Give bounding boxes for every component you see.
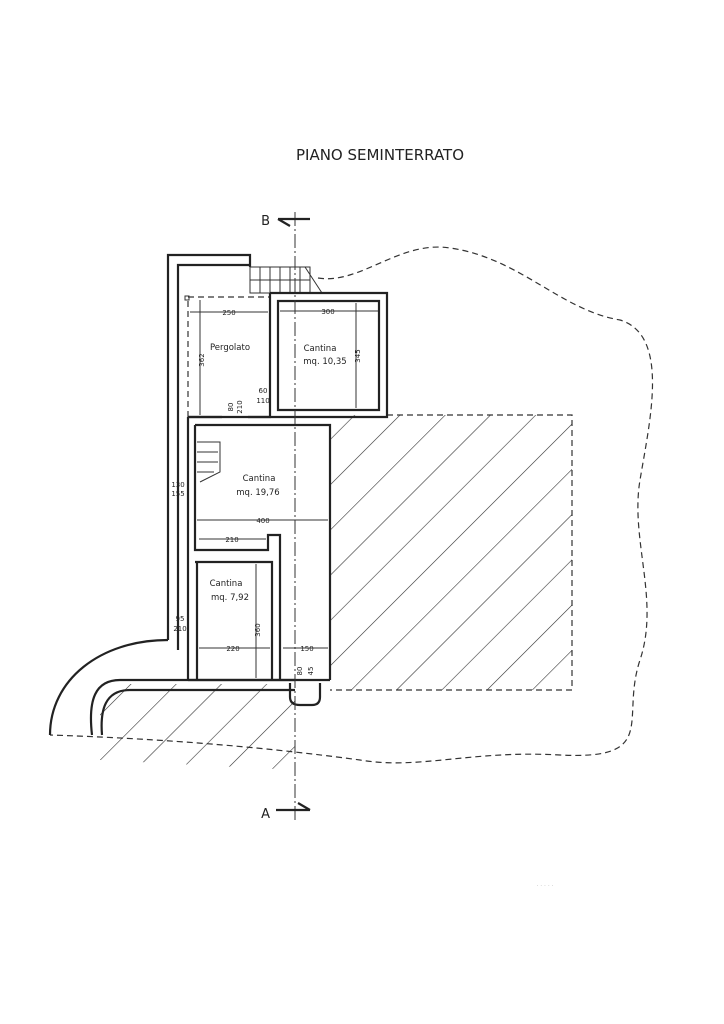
cantina-2-walls: [186, 415, 332, 682]
section-mark-a: [276, 802, 311, 812]
room-label-cantina-1: Cantina: [304, 344, 337, 354]
terrain-boundary: [49, 246, 654, 764]
entrance-stairs: [249, 266, 323, 294]
dimension-lines: [190, 300, 378, 678]
plan-title: PIANO SEMINTERRATO: [296, 146, 464, 164]
dim-door1-width: 60: [259, 387, 268, 395]
dim-cantina2-width: 400: [256, 517, 269, 525]
terrace-outline: [330, 414, 573, 691]
room-label-cantina-3: Cantina: [210, 579, 243, 589]
section-label-b: B: [261, 214, 270, 229]
dim-pergolato-height: 362: [198, 353, 206, 366]
room-area-cantina-1: mq. 10,35: [303, 357, 346, 367]
footer-note: · · · · ·: [536, 883, 553, 890]
section-mark-b: [277, 217, 310, 227]
hatched-terrace: [330, 415, 572, 690]
dim-door3-width: 95: [176, 615, 185, 623]
dim-window-height: 155: [171, 490, 184, 498]
room-label-pergolato: Pergolato: [210, 343, 250, 353]
room-area-cantina-2: mq. 19,76: [236, 488, 279, 498]
dim-door2-height: 210: [236, 400, 244, 413]
dim-cantina1-height: 345: [354, 349, 362, 362]
dim-door4-width: 80: [296, 667, 304, 676]
dim-window-width: 130: [171, 481, 184, 489]
dim-door1-height: 110: [256, 397, 269, 405]
dim-door3-height: 210: [173, 625, 186, 633]
pergolato-outline: [187, 296, 270, 417]
section-label-a: A: [261, 807, 270, 822]
dim-door4-height: 45: [307, 667, 315, 676]
dim-cantina1-width: 300: [321, 308, 334, 316]
dim-corridor-width: 150: [300, 645, 313, 653]
dim-cantina3-width: 220: [226, 645, 239, 653]
dim-cantina2-inner: 210: [225, 536, 238, 544]
hatched-strip: [100, 684, 295, 770]
dim-pergolato-width: 250: [222, 309, 235, 317]
room-label-cantina-2: Cantina: [243, 474, 276, 484]
dim-door2-width: 80: [227, 403, 235, 412]
ramp-curve: [48, 638, 295, 736]
room-area-cantina-3: mq. 7,92: [211, 593, 249, 603]
interior-stairs: [197, 441, 221, 483]
dim-cantina3-height: 360: [254, 623, 262, 636]
bottom-door: [288, 683, 322, 707]
outer-wall: [166, 253, 252, 640]
